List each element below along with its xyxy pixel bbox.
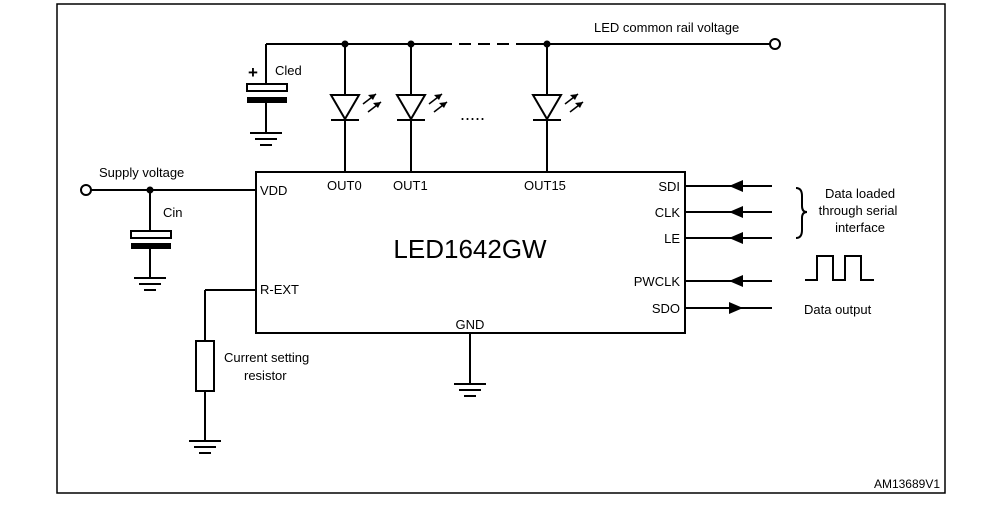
resistor-label-line2: resistor — [244, 368, 287, 383]
pin-gnd: GND — [456, 317, 485, 332]
led-out0 — [329, 44, 382, 172]
led-rail — [266, 38, 781, 50]
led-out1 — [395, 44, 448, 172]
rail-terminal — [769, 38, 781, 50]
pin-sdi: SDI — [658, 179, 680, 194]
pin-sdo: SDO — [652, 301, 680, 316]
serial-input-lines — [685, 180, 772, 287]
resistor-label-line1: Current setting — [224, 350, 309, 365]
pin-out15: OUT15 — [524, 178, 566, 193]
pin-pwclk: PWCLK — [634, 274, 681, 289]
sdo-output-line — [685, 302, 772, 314]
current-setting-resistor — [189, 289, 256, 454]
led-ellipsis: ..... — [460, 104, 485, 124]
serial-label-line2: through serial — [819, 203, 898, 218]
serial-label-line1: Data loaded — [825, 186, 895, 201]
pin-out1: OUT1 — [393, 178, 428, 193]
cled-plus-sign: + — [248, 63, 258, 82]
data-output-label: Data output — [804, 302, 872, 317]
chip-body — [255, 171, 686, 334]
pin-le: LE — [664, 231, 680, 246]
chip-ground — [454, 333, 486, 397]
figure-id: AM13689V1 — [874, 477, 940, 491]
supply-voltage-label: Supply voltage — [99, 165, 184, 180]
chip-name: LED1642GW — [393, 234, 547, 264]
pin-out0: OUT0 — [327, 178, 362, 193]
pin-rext: R-EXT — [260, 282, 299, 297]
figure-frame — [56, 3, 946, 494]
supply-terminal — [80, 184, 92, 196]
serial-brace — [795, 187, 808, 239]
pin-vdd: VDD — [260, 183, 287, 198]
serial-label-line3: interface — [835, 220, 885, 235]
led-rail-label: LED common rail voltage — [594, 20, 739, 35]
pwclk-waveform — [805, 255, 874, 281]
supply-line — [80, 184, 256, 291]
led-out15 — [531, 44, 584, 172]
pin-clk: CLK — [655, 205, 681, 220]
cin-label: Cin — [163, 205, 183, 220]
cled-label: Cled — [275, 63, 302, 78]
cled-capacitor — [246, 44, 288, 146]
